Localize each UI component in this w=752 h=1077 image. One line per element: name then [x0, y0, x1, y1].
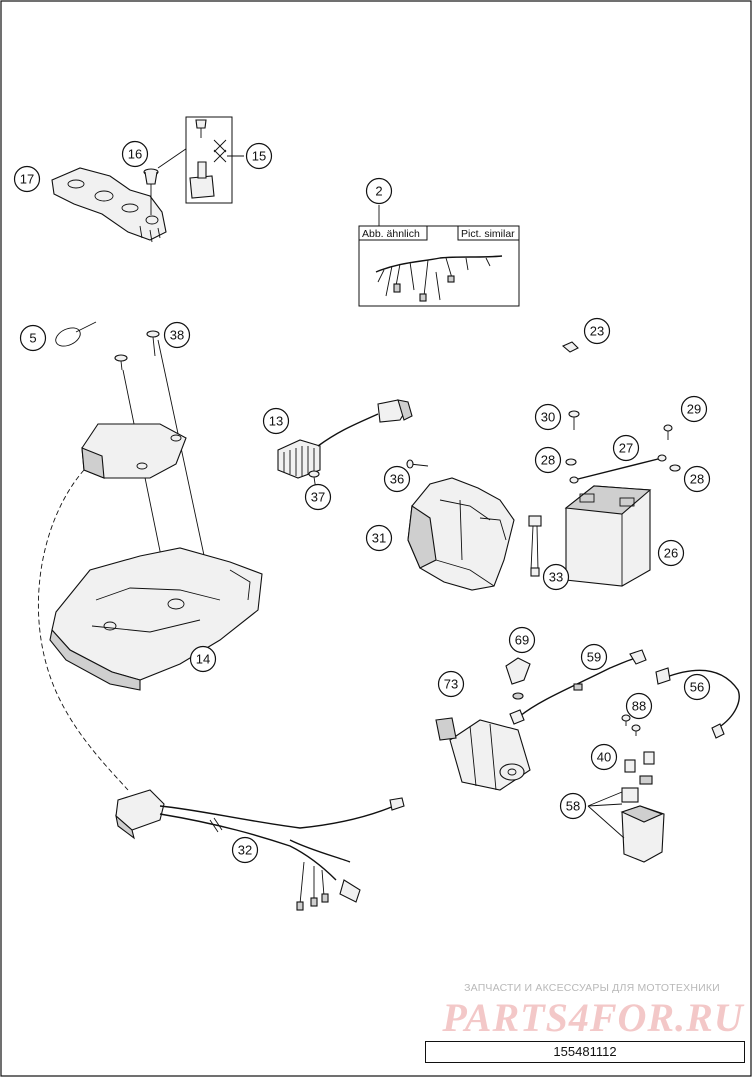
part-2-harness-box	[358, 205, 520, 307]
part-28-washer-right	[669, 464, 681, 472]
callout-58: 58	[559, 792, 587, 820]
document-number: 155481112	[425, 1041, 745, 1063]
part-28-washer-left	[565, 458, 577, 466]
svg-text:26: 26	[664, 546, 678, 561]
svg-text:36: 36	[390, 472, 404, 487]
svg-text:32: 32	[238, 843, 252, 858]
svg-text:23: 23	[590, 324, 604, 339]
svg-text:15: 15	[252, 149, 266, 164]
svg-text:38: 38	[170, 328, 184, 343]
svg-text:28: 28	[541, 453, 555, 468]
watermark-tagline: ЗАПЧАСТИ И АКСЕССУАРЫ ДЛЯ МОТОТЕХНИКИ	[464, 982, 720, 994]
svg-text:5: 5	[29, 331, 36, 346]
svg-text:88: 88	[632, 699, 646, 714]
svg-text:37: 37	[311, 490, 325, 505]
svg-text:58: 58	[566, 799, 580, 814]
callout-5: 5	[19, 324, 47, 352]
part-88-screws	[621, 714, 641, 736]
svg-text:56: 56	[690, 680, 704, 695]
callout-88: 88	[625, 692, 653, 720]
part-58-relay	[587, 787, 665, 863]
callout-59: 59	[580, 643, 608, 671]
part-23-clip	[561, 341, 579, 353]
part-14-tray	[49, 547, 263, 691]
callout-15: 15	[245, 142, 273, 170]
svg-text:28: 28	[690, 472, 704, 487]
part-26-battery	[564, 485, 652, 587]
part-32-cable	[115, 789, 405, 911]
part-56-cable	[655, 667, 740, 739]
callout-40: 40	[590, 743, 618, 771]
part-59-starter-cable	[509, 649, 647, 725]
harness-label-right: Pict. similar	[461, 228, 515, 240]
svg-text:27: 27	[619, 441, 633, 456]
callout-16: 16	[121, 140, 149, 168]
callout-37: 37	[304, 483, 332, 511]
svg-text:69: 69	[515, 633, 529, 648]
callout-2: 2	[365, 177, 393, 205]
callout-14: 14	[189, 645, 217, 673]
callout-17: 17	[13, 165, 41, 193]
callout-30: 30	[534, 403, 562, 431]
starter-motor	[435, 717, 531, 791]
part-36-screw	[406, 459, 429, 469]
part-40-fuses	[624, 751, 655, 785]
svg-text:33: 33	[549, 570, 563, 585]
svg-text:40: 40	[597, 750, 611, 765]
callout-38: 38	[163, 321, 191, 349]
part-16-grommet	[143, 141, 197, 215]
callout-23: 23	[583, 317, 611, 345]
watermark-logo: PARTS4FOR.RU	[442, 995, 744, 1040]
part-33-strap	[528, 515, 542, 577]
callout-32: 32	[231, 836, 259, 864]
callout-69: 69	[508, 626, 536, 654]
svg-text:14: 14	[196, 652, 210, 667]
svg-text:30: 30	[541, 410, 555, 425]
callout-31: 31	[365, 524, 393, 552]
harness-label-left: Abb. ähnlich	[362, 228, 420, 240]
callout-56: 56	[683, 673, 711, 701]
ecu-module	[38, 423, 187, 791]
callout-33: 33	[542, 563, 570, 591]
callout-73: 73	[437, 670, 465, 698]
callout-28-left: 28	[534, 446, 562, 474]
svg-text:17: 17	[20, 172, 34, 187]
part-31-battery-box	[407, 477, 515, 591]
part-15-inset	[185, 116, 244, 204]
svg-text:2: 2	[375, 184, 382, 199]
svg-text:29: 29	[687, 402, 701, 417]
part-69-cap	[505, 657, 531, 685]
callout-13: 13	[262, 407, 290, 435]
part-30-screw	[568, 410, 580, 430]
part-13-regulator	[277, 399, 413, 479]
svg-text:13: 13	[269, 414, 283, 429]
svg-text:59: 59	[587, 650, 601, 665]
callout-27: 27	[612, 434, 640, 462]
callout-29: 29	[680, 395, 708, 423]
callout-28-right: 28	[683, 465, 711, 493]
svg-text:16: 16	[128, 147, 142, 162]
part-5-cable-tie	[55, 321, 97, 347]
svg-text:73: 73	[444, 677, 458, 692]
callout-26: 26	[657, 539, 685, 567]
part-17-bracket	[51, 167, 167, 243]
part-73-nut	[512, 692, 524, 700]
part-29-screw	[663, 424, 673, 440]
callout-36: 36	[383, 465, 411, 493]
svg-text:31: 31	[372, 531, 386, 546]
part-27-battery-cable	[569, 454, 667, 484]
